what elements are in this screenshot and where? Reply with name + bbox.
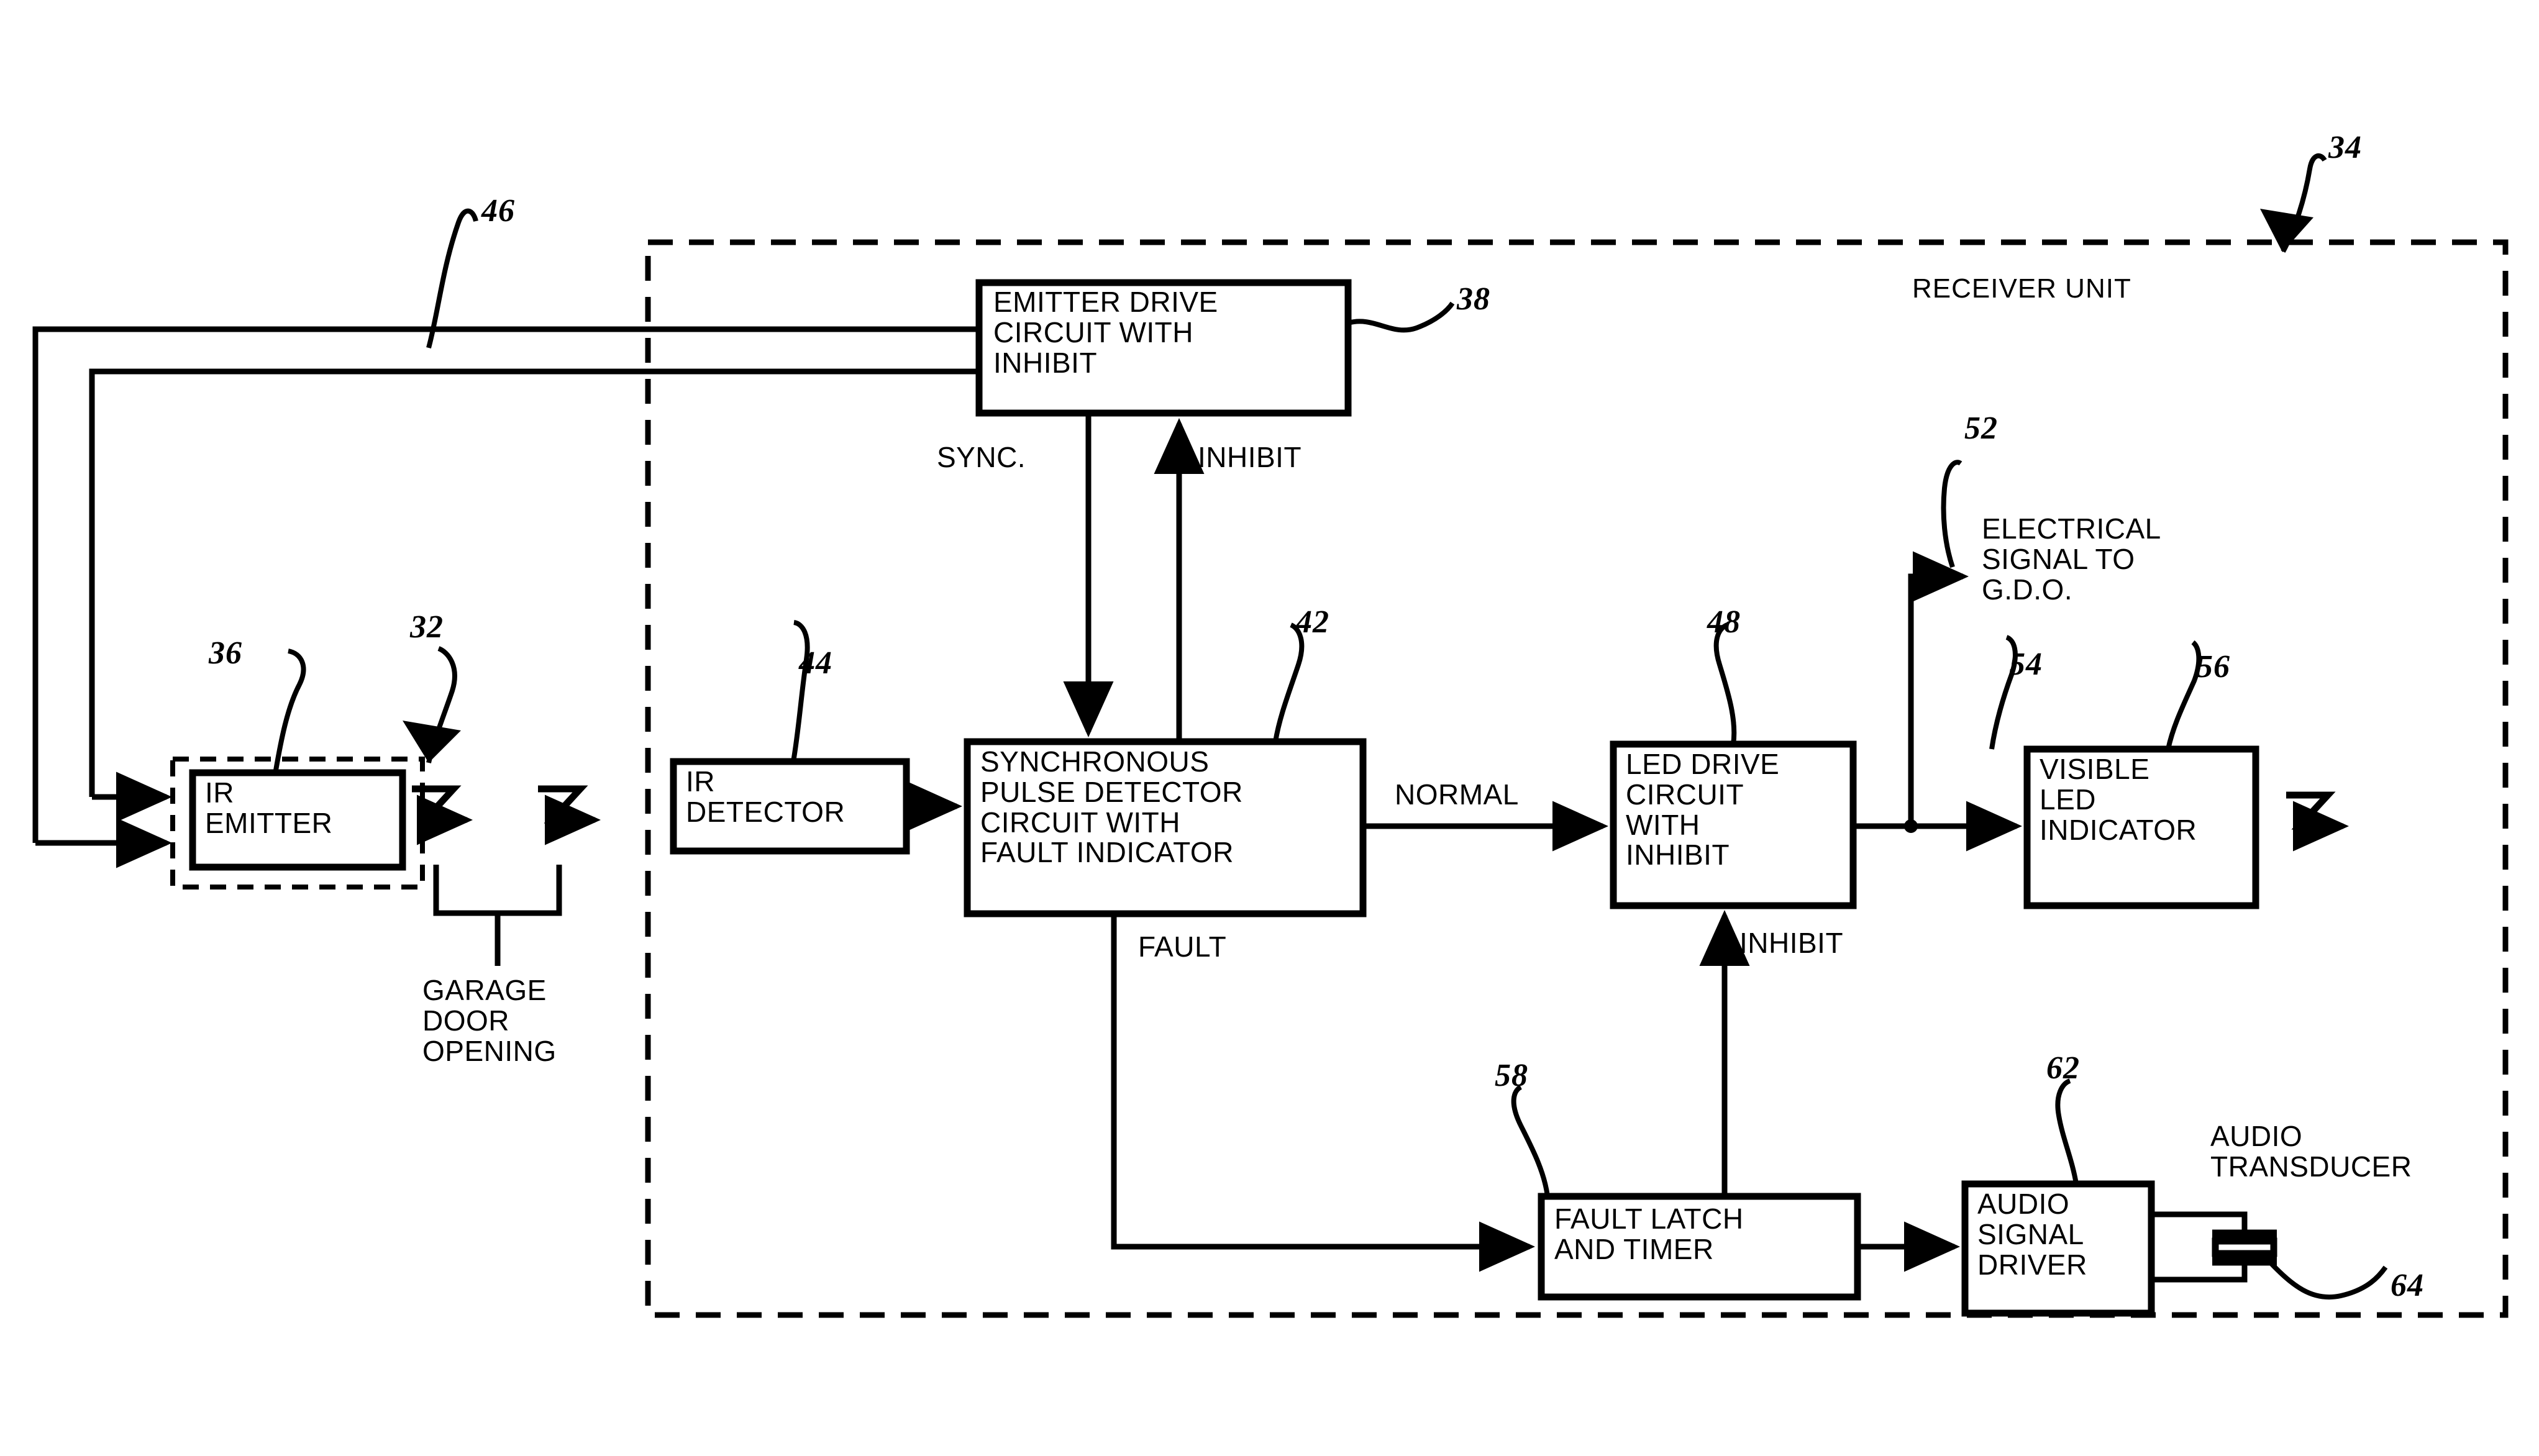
leader-42	[1273, 622, 1305, 742]
normal-label: NORMAL	[1395, 778, 1519, 811]
fault-latch-label: FAULT LATCH AND TIMER	[1554, 1203, 1744, 1265]
ref-numeral-56: 56	[2197, 649, 2230, 685]
leader-52	[1941, 460, 1962, 568]
leader-62	[2055, 1078, 2079, 1185]
ir-emitter-label: IR EMITTER	[205, 776, 333, 839]
ir-emitter-block-outline	[189, 769, 406, 871]
sync-label: SYNC.	[937, 441, 1026, 473]
leader-32-arrowhead	[403, 721, 461, 763]
emitter-drive-label: EMITTER DRIVE CIRCUIT WITH INHIBIT	[993, 286, 1218, 379]
ref-numeral-38: 38	[1457, 281, 1490, 317]
ref-numeral-58: 58	[1495, 1058, 1528, 1093]
leader-46	[426, 208, 478, 349]
garage-door-opening-label: GARAGE DOOR OPENING	[422, 974, 557, 1067]
leader-54	[1989, 635, 2018, 750]
inhibit-emitter-label: INHIBIT	[1198, 441, 1302, 473]
ref-numeral-48: 48	[1707, 604, 1741, 640]
ir-beam-zigzag-1	[412, 785, 462, 824]
ref-numeral-36: 36	[209, 635, 242, 671]
audio-transducer-label: AUDIO TRANSDUCER	[2210, 1120, 2412, 1183]
garage-door-opening-bracket	[433, 865, 562, 966]
audio-transducer-leads	[2151, 1211, 2248, 1283]
audio-transducer-element	[2212, 1229, 2277, 1266]
visible-led-block-outline	[2023, 745, 2259, 909]
ref-numeral-42: 42	[1296, 604, 1329, 640]
gdo-signal-line	[1908, 551, 1969, 826]
ref-numeral-32: 32	[410, 609, 444, 645]
emitter-drive-block-outline	[975, 279, 1352, 417]
pulse-detector-label: SYNCHRONOUS PULSE DETECTOR CIRCUIT WITH …	[980, 745, 1243, 869]
inhibit-led-label: INHIBIT	[1739, 927, 1844, 959]
sync-cable-46	[32, 326, 979, 868]
leader-48	[1713, 622, 1737, 745]
ref-numeral-34: 34	[2328, 130, 2362, 165]
leader-56	[2166, 640, 2202, 750]
leader-58	[1511, 1085, 1550, 1197]
receiver-unit-label: RECEIVER UNIT	[1912, 273, 2131, 304]
audio-transducer-body	[2212, 1237, 2277, 1257]
ref-numeral-52: 52	[1964, 411, 1998, 446]
fault-label: FAULT	[1138, 930, 1227, 963]
receiver-unit-boundary	[645, 239, 2509, 1318]
leader-64	[2267, 1259, 2388, 1300]
leader-38	[1347, 301, 1455, 333]
ref-numeral-44: 44	[799, 645, 832, 681]
fault-signal-line	[1111, 914, 1535, 1272]
audio-driver-label: AUDIO SIGNAL DRIVER	[1977, 1188, 2087, 1281]
ir-detector-label: IR DETECTOR	[686, 765, 846, 828]
leader-34-arrowhead	[2260, 209, 2313, 252]
gdo-signal-label: ELECTRICAL SIGNAL TO G.D.O.	[1982, 512, 2161, 606]
ref-numeral-64: 64	[2391, 1268, 2424, 1303]
led-drive-label: LED DRIVE CIRCUIT WITH INHIBIT	[1626, 748, 1780, 871]
ir-emitter-module-boundary	[170, 757, 425, 890]
leader-36	[273, 648, 306, 771]
visible-led-label: VISIBLE LED INDICATOR	[2040, 753, 2197, 846]
ir-beam-zigzag-2	[538, 785, 588, 824]
audio-driver-block-outline	[1961, 1180, 2155, 1317]
visible-led-beam-zigzag	[2286, 791, 2336, 830]
ref-numeral-46: 46	[481, 193, 515, 229]
ref-numeral-62: 62	[2046, 1050, 2080, 1086]
leader-44	[791, 620, 810, 762]
ref-numeral-54: 54	[2009, 647, 2043, 682]
